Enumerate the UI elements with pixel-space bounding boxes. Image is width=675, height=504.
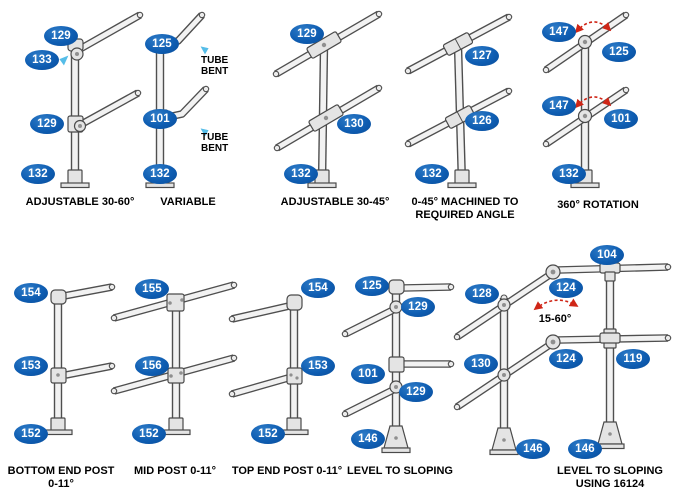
- part-badge-133: 133: [25, 50, 59, 70]
- caption-level-to-sloping: LEVEL TO SLOPING: [347, 465, 453, 477]
- tube-bent-arrow-icon: [199, 127, 210, 138]
- part-badge-132: 132: [415, 164, 449, 184]
- base-flange-icon: [50, 417, 66, 432]
- part-badge-129: 129: [401, 297, 435, 317]
- part-badge-156: 156: [135, 356, 169, 376]
- part-badge-104: 104: [590, 245, 624, 265]
- part-badge-153: 153: [301, 356, 335, 376]
- part-badge-154: 154: [301, 278, 335, 298]
- part-badge-132: 132: [284, 164, 318, 184]
- part-badge-124: 124: [549, 278, 583, 298]
- part-badge-129: 129: [290, 24, 324, 44]
- part-badge-155: 155: [135, 279, 169, 299]
- art-adjustable-30-45: [272, 10, 383, 189]
- angle-range-arrow-icon: [533, 298, 579, 311]
- swivel-fitting-icon: [166, 293, 185, 312]
- art-bottom-end-post: [43, 283, 116, 436]
- base-flange-icon: [67, 169, 83, 185]
- part-badge-125: 125: [602, 42, 636, 62]
- part-badge-125: 125: [145, 34, 179, 54]
- caption-bottom-end-post: BOTTOM END POST 0-11°: [7, 465, 115, 490]
- sleeve-fitting-icon: [388, 356, 405, 373]
- caption-machined-angle: 0-45° MACHINED TO REQUIRED ANGLE: [411, 196, 519, 221]
- art-machined-angle: [404, 13, 513, 189]
- part-badge-101: 101: [351, 364, 385, 384]
- part-badge-101: 101: [143, 109, 177, 129]
- base-flange-icon: [286, 417, 302, 432]
- angle-range-label: 15-60°: [538, 313, 572, 325]
- base-flange-icon: [168, 417, 184, 432]
- part-badge-127: 127: [465, 46, 499, 66]
- part-badge-152: 152: [132, 424, 166, 444]
- caption-360-rotation: 360° ROTATION: [557, 199, 639, 211]
- part-badge-146: 146: [568, 439, 602, 459]
- part-badge-101: 101: [604, 109, 638, 129]
- tube-bent-arrow-icon: [199, 45, 210, 56]
- art-level-to-sloping-16124: [453, 262, 672, 456]
- elbow-fitting-icon: [388, 279, 405, 295]
- part-badge-128: 128: [465, 284, 499, 304]
- part-badge-132: 132: [143, 164, 177, 184]
- part-badge-129: 129: [30, 114, 64, 134]
- caption-variable: VARIABLE: [160, 196, 216, 208]
- part-badge-146: 146: [351, 429, 385, 449]
- caption-adjustable-30-45: ADJUSTABLE 30-45°: [280, 196, 390, 208]
- pointer-arrow-icon: [58, 54, 70, 67]
- art-360-rotation: [542, 11, 630, 189]
- caption-adjustable-30-60: ADJUSTABLE 30-60°: [25, 196, 135, 208]
- part-badge-132: 132: [21, 164, 55, 184]
- part-badge-119: 119: [616, 349, 650, 369]
- part-badge-130: 130: [464, 354, 498, 374]
- caption-mid-post: MID POST 0-11°: [133, 465, 217, 477]
- art-level-to-sloping: [341, 279, 455, 454]
- part-badge-124: 124: [549, 349, 583, 369]
- caption-top-end-post: TOP END POST 0-11°: [231, 465, 343, 477]
- part-badge-147: 147: [542, 96, 576, 116]
- art-top-end-post: [228, 294, 309, 436]
- part-badge-129: 129: [399, 382, 433, 402]
- part-badge-147: 147: [542, 22, 576, 42]
- tube-bent-label: TUBE BENT: [201, 132, 229, 154]
- part-badge-126: 126: [465, 111, 499, 131]
- part-badge-152: 152: [251, 424, 285, 444]
- tube-end-cap: [136, 11, 144, 19]
- tube-bent-label: TUBE BENT: [201, 55, 229, 77]
- part-badge-129: 129: [44, 26, 78, 46]
- elbow-fitting-icon: [286, 294, 303, 311]
- base-flange-icon: [454, 169, 470, 185]
- part-badge-154: 154: [14, 283, 48, 303]
- part-badge-132: 132: [552, 164, 586, 184]
- part-badge-153: 153: [14, 356, 48, 376]
- part-badge-146: 146: [516, 439, 550, 459]
- sleeve-fitting-icon: [286, 367, 303, 385]
- part-badge-152: 152: [14, 424, 48, 444]
- part-badge-130: 130: [337, 114, 371, 134]
- part-badge-125: 125: [355, 276, 389, 296]
- caption-level-to-sloping-16124: LEVEL TO SLOPING USING 16124: [557, 465, 663, 490]
- elbow-fitting-icon: [50, 289, 67, 305]
- art-mid-post: [110, 281, 238, 436]
